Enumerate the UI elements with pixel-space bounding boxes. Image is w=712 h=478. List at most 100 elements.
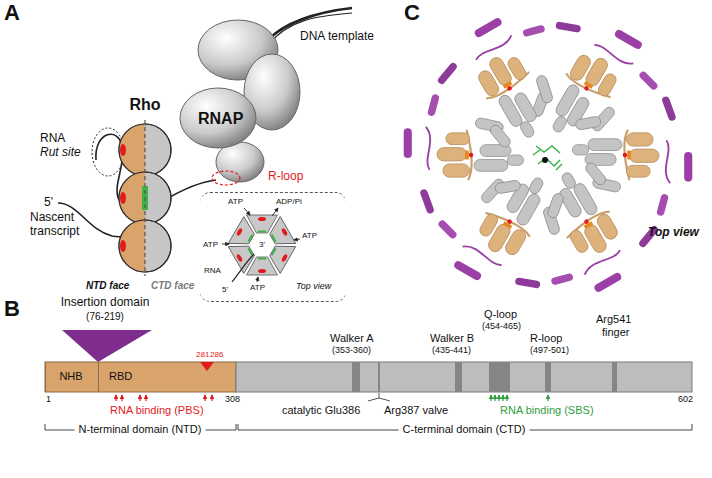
annotation-label: R-loop <box>530 332 562 345</box>
sbs-arrow <box>491 395 548 401</box>
domain-label: C-terminal domain (CTD) <box>399 423 530 436</box>
annotation-label: ATP <box>302 231 317 240</box>
nhb-segment: NHB <box>45 362 99 392</box>
sbs-arrow <box>506 395 507 401</box>
central-rna <box>556 164 562 170</box>
motif-band <box>352 362 617 392</box>
annotation-label: Arg387 valve <box>384 404 448 417</box>
domain-bar <box>236 362 692 392</box>
pbs-arrow <box>121 395 122 401</box>
rna-strand <box>96 134 123 200</box>
pbs-arrow <box>116 395 212 401</box>
top-view-hexamer <box>232 254 254 282</box>
rnap-body <box>180 20 300 182</box>
residue-range: (435-441) <box>432 345 471 355</box>
pbs-arrow <box>211 395 212 401</box>
sbs-arrow <box>498 395 499 401</box>
annotation-label: Walker A <box>330 332 374 345</box>
panel-letter: B <box>4 296 20 321</box>
annotation-label: Nascent transcript <box>30 211 102 239</box>
leader-line <box>368 393 390 401</box>
residue-number: 281 <box>196 350 209 359</box>
top-view-inset: Top view <box>200 192 346 302</box>
nucleotide-arrow <box>244 208 250 215</box>
pbs-arrow <box>115 395 116 401</box>
rho-ring-side <box>120 240 126 252</box>
nucleotide-arrow <box>294 239 300 240</box>
annotation-label: ATP <box>250 283 265 292</box>
motif-band <box>612 362 617 392</box>
panel-letter: A <box>4 0 20 25</box>
residue-range: (454-465) <box>482 321 521 331</box>
central-rna <box>533 150 540 155</box>
rho-ring-side <box>119 220 145 272</box>
node-text: NHB <box>46 370 96 383</box>
annotation-label: RNA binding (PBS) <box>110 404 204 417</box>
annotation-label: RNA <box>40 132 65 146</box>
rnap-body <box>180 88 256 148</box>
node-text: Top view <box>296 281 331 291</box>
node-text: Insertion domain <box>40 296 170 310</box>
rho-structure <box>404 0 693 311</box>
annotation-label: Rut site <box>40 146 81 160</box>
annotation-label: RNA binding (SBS) <box>500 404 594 417</box>
motif-band <box>352 362 360 392</box>
annotation-label: ATP <box>203 240 218 249</box>
node-text: (76-219) <box>40 311 170 323</box>
rho-hexamer: Rho <box>112 96 181 276</box>
rho-ring-side <box>119 120 171 276</box>
nucleotide-arrow <box>222 208 300 282</box>
motif-band <box>455 362 462 392</box>
pbs-arrow <box>145 395 146 401</box>
nucleotide-arrow <box>272 208 278 216</box>
sbs-arrow <box>490 395 491 401</box>
annotation-label: ATP <box>228 197 243 206</box>
motif-band <box>489 362 510 392</box>
insertion-domain: Insertion domain(76-219) <box>40 296 173 328</box>
insertion-domain-triangle <box>62 330 152 362</box>
nucleotide-arrow <box>222 244 229 245</box>
annotation-label: ADP/Pi <box>276 197 302 206</box>
annotation-label: 5' <box>44 196 53 210</box>
rho-structure <box>424 0 589 164</box>
leader-line <box>379 398 390 401</box>
r-loop-mark <box>212 171 240 185</box>
annotation-label: Arg541 <box>596 313 631 326</box>
rho-ring-side <box>120 192 126 204</box>
domain-bar <box>45 362 692 392</box>
annotation-label: Walker B <box>430 332 474 345</box>
top-view-hexamer <box>228 217 259 253</box>
annotation-label: RNA <box>204 266 221 275</box>
residue-number: 286 <box>210 350 223 359</box>
annotation-label: Q-loop <box>484 308 517 321</box>
annotation-label: catalytic Glu386 <box>282 404 360 417</box>
node-text: RNAP <box>198 110 243 128</box>
sbs-arrow <box>502 395 503 401</box>
annotation-label: 3' <box>259 240 265 249</box>
annotation-label: 5' <box>222 285 228 294</box>
rbd-segment: RBD <box>95 362 236 392</box>
pbs-arrow <box>204 395 205 401</box>
residue-range: (353-360) <box>332 345 371 355</box>
sbs-arrow <box>547 395 548 401</box>
domain-label: N-terminal domain (NTD) <box>75 423 206 436</box>
rho-ring-side <box>144 120 145 276</box>
domain-bar <box>45 362 236 392</box>
annotation-label: NTD face <box>86 280 129 292</box>
sbs-arrow <box>494 395 495 401</box>
leader-line <box>368 393 379 401</box>
top-view-hexamer <box>228 215 295 282</box>
rnap-complex: RNAP <box>180 18 302 190</box>
rho-ring-side <box>120 144 126 156</box>
pbs-arrow <box>139 395 140 401</box>
rho-ring-side <box>119 172 145 224</box>
node-text: Rho <box>112 96 178 114</box>
annotation-label: Top view <box>648 226 699 240</box>
central-ion <box>542 157 548 163</box>
nucleotide-arrow <box>257 277 258 282</box>
node-text: RBD <box>109 370 132 383</box>
residue-number: 1 <box>46 394 51 404</box>
annotation-label: DNA template <box>300 30 374 44</box>
panel-letter: C <box>404 0 420 25</box>
residue-range: (497-501) <box>530 345 569 355</box>
